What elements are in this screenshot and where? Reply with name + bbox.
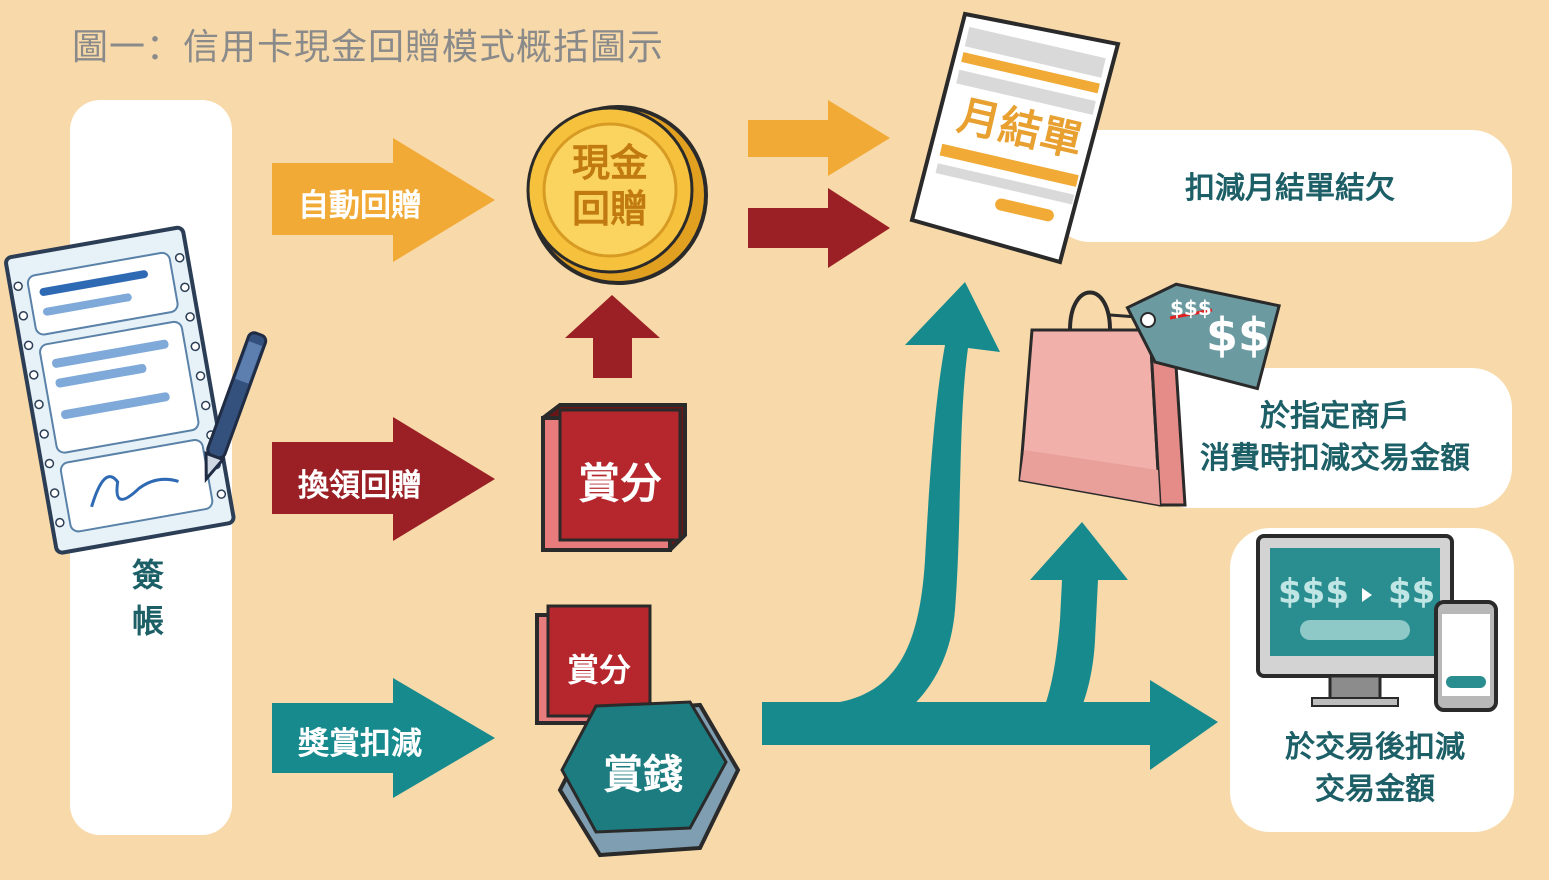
auto-rebate-label: 自動回贈 bbox=[298, 188, 422, 224]
shopping-bag-icon bbox=[1018, 290, 1187, 507]
points-to-coin-arrow bbox=[565, 295, 660, 378]
computer-monitor-icon bbox=[1256, 534, 1454, 707]
merchant-deduct-line2: 消費時扣減交易金額 bbox=[1200, 441, 1470, 476]
merchant-result-panel bbox=[1150, 368, 1512, 508]
reward-deduction-label: 獎賞扣減 bbox=[298, 726, 422, 762]
reward-money-icon bbox=[557, 700, 741, 858]
tag-new-price: $$ bbox=[1206, 308, 1271, 362]
redeem-rebate-arrow bbox=[272, 417, 495, 541]
redeem-rebate-label: 換領回贈 bbox=[298, 468, 422, 504]
merchant-deduct-line1: 於指定商戶 bbox=[1260, 399, 1410, 434]
points-box-label: 賞分 bbox=[577, 459, 662, 508]
after-transaction-text: 於交易後扣減 交易金額 bbox=[1245, 727, 1505, 811]
cash-rebate-coin-icon bbox=[526, 105, 708, 285]
screen-from-price: $$$ bbox=[1278, 572, 1349, 612]
phone-icon bbox=[1434, 600, 1498, 712]
merchant-deduct-text: 於指定商戶 消費時扣減交易金額 bbox=[1165, 396, 1505, 480]
reward-money-label: 賞錢 bbox=[603, 752, 683, 798]
page-title: 圖一：信用卡現金回贈模式概括圖示 bbox=[72, 27, 665, 68]
coin-to-statement-red-arrow bbox=[748, 188, 890, 268]
tag-old-price: $$$ bbox=[1170, 296, 1212, 320]
signed-slip-icon bbox=[4, 225, 236, 555]
monthly-statement-icon bbox=[909, 11, 1121, 265]
coin-to-statement-orange-arrow bbox=[748, 100, 890, 176]
points-box-small-label: 賞分 bbox=[566, 651, 631, 689]
points-box-icon bbox=[541, 403, 687, 552]
reward-deduction-arrow bbox=[272, 678, 495, 798]
coin-text: 現金 回贈 bbox=[560, 140, 660, 232]
coin-text-line2: 回贈 bbox=[571, 187, 648, 231]
pen-icon bbox=[204, 331, 268, 483]
auto-rebate-arrow bbox=[272, 138, 495, 262]
price-tag-icon bbox=[1109, 282, 1281, 391]
statement-result-panel bbox=[1050, 130, 1512, 242]
branching-teal-arrows bbox=[762, 282, 1218, 770]
source-label-line1: 簽 bbox=[131, 556, 164, 594]
statement-deduct-text: 扣減月結單結欠 bbox=[1185, 171, 1395, 206]
coin-text-line1: 現金 bbox=[571, 141, 648, 185]
screen-to-price: $$ bbox=[1388, 572, 1436, 612]
source-label: 簽 帳 bbox=[128, 552, 168, 644]
after-transaction-line1: 於交易後扣減 bbox=[1285, 730, 1465, 765]
after-transaction-line2: 交易金額 bbox=[1315, 772, 1435, 807]
source-label-line2: 帳 bbox=[131, 602, 164, 640]
